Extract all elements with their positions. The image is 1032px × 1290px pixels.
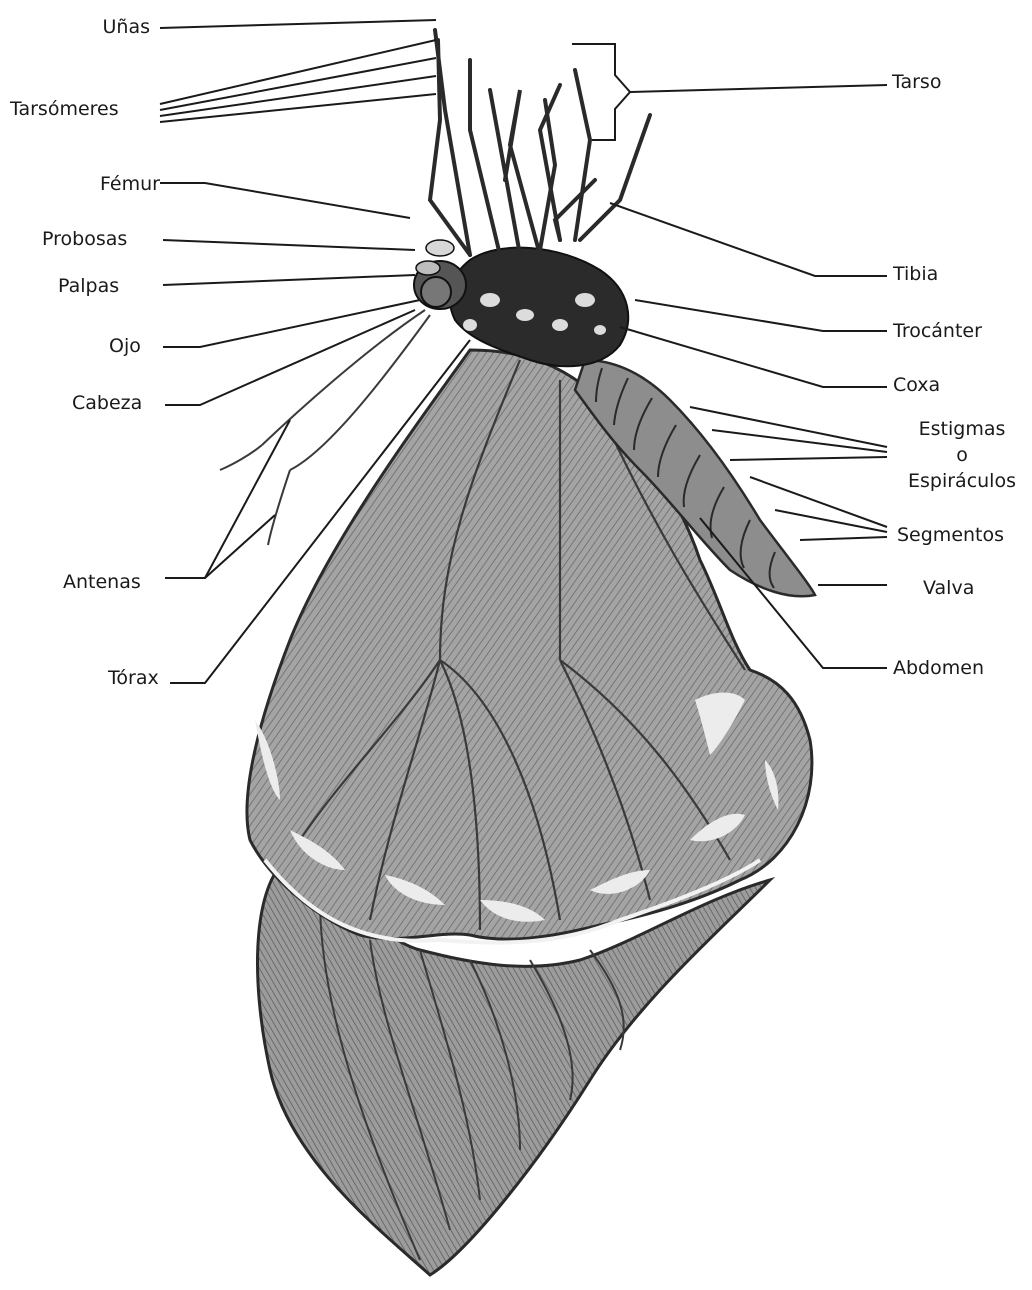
label-torax: Tórax — [108, 667, 159, 689]
leader-femur — [160, 183, 410, 218]
palp — [416, 261, 440, 275]
label-estigmas-line2: o — [892, 444, 1032, 466]
label-antenas: Antenas — [63, 571, 141, 593]
leader-unas — [160, 20, 436, 28]
label-palpas: Palpas — [58, 275, 119, 297]
label-estigmas-line3: Espiráculos — [892, 470, 1032, 492]
leader-tibia — [610, 203, 887, 276]
leader-tarso — [630, 85, 887, 92]
leader-cabeza — [165, 310, 415, 405]
fore-wing — [247, 350, 812, 939]
proboscis — [426, 240, 454, 256]
label-coxa: Coxa — [893, 374, 940, 396]
leader-tarsomeres-3 — [160, 76, 436, 116]
eye — [421, 277, 451, 307]
label-estigmas-line1: Estigmas — [892, 418, 1032, 440]
label-tarso: Tarso — [892, 71, 941, 93]
label-tibia: Tibia — [893, 263, 938, 285]
label-segmentos: Segmentos — [897, 524, 1004, 546]
label-tarsomeres: Tarsómeres — [10, 98, 119, 120]
thorax — [450, 248, 628, 367]
leader-ojo — [163, 300, 420, 347]
label-unas: Uñas — [60, 16, 150, 38]
label-cabeza: Cabeza — [72, 392, 142, 414]
label-probosas: Probosas — [42, 228, 127, 250]
leader-trocanter — [635, 300, 887, 331]
label-valva: Valva — [923, 577, 974, 599]
leader-tarsomeres-4 — [160, 94, 436, 122]
label-ojo: Ojo — [109, 335, 141, 357]
leader-coxa — [620, 327, 887, 387]
label-trocanter: Trocánter — [893, 320, 982, 342]
label-femur: Fémur — [40, 173, 160, 195]
legs — [430, 30, 650, 255]
leader-estigmas-3 — [730, 457, 887, 460]
leader-estigmas-1 — [690, 407, 887, 447]
leader-tarsomeres-1 — [160, 40, 436, 104]
leader-palpas — [163, 275, 415, 285]
leader-segmentos-3 — [800, 537, 887, 540]
label-abdomen: Abdomen — [893, 657, 984, 679]
leader-antenas-1 — [165, 420, 290, 578]
leader-antenas-2 — [205, 515, 275, 578]
leader-tarsomeres-2 — [160, 58, 436, 110]
leader-probosas — [163, 240, 415, 250]
